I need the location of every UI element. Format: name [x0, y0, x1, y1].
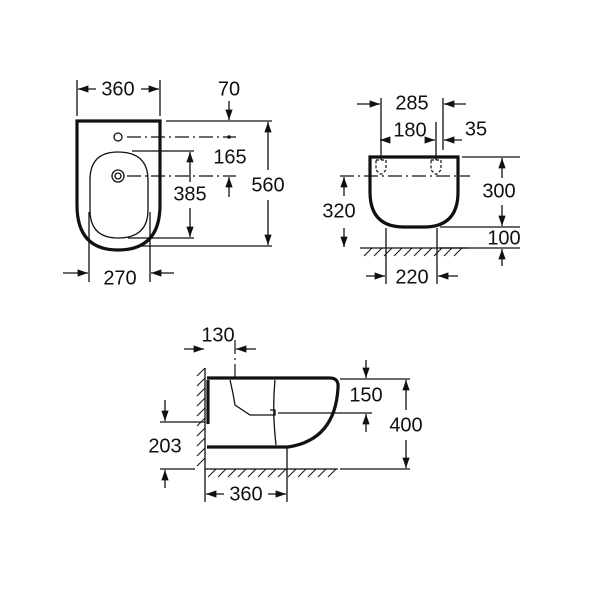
dim-220: 220	[395, 266, 428, 288]
dim-203: 203	[148, 435, 181, 457]
dim-35: 35	[465, 118, 487, 140]
dim-165: 165	[213, 146, 246, 168]
dim-70: 70	[218, 78, 240, 100]
centerline-dot	[227, 135, 231, 139]
dim-385: 385	[173, 183, 206, 205]
tap-hidden-left	[375, 159, 387, 175]
tap-hidden-right	[430, 159, 442, 175]
wall-hatching	[196, 367, 206, 467]
dim-130: 130	[201, 324, 234, 346]
dim-360: 360	[101, 78, 134, 100]
floor-hatching	[363, 247, 463, 257]
drain-inner	[114, 172, 122, 180]
dim-150: 150	[349, 384, 382, 406]
dim-360-side: 360	[229, 483, 262, 505]
bidet-outline-side	[207, 376, 340, 449]
dim-300: 300	[482, 180, 515, 202]
dim-400: 400	[389, 414, 422, 436]
dim-100: 100	[487, 227, 520, 249]
bowl-profile	[229, 379, 276, 416]
dim-320: 320	[322, 200, 355, 222]
bidet-outline-top	[75, 119, 162, 252]
dim-270: 270	[103, 267, 136, 289]
dim-285: 285	[395, 92, 428, 114]
side-view: 130 150 400 203 360	[148, 324, 422, 505]
tap-hole-icon	[113, 132, 123, 142]
section-break	[273, 379, 277, 446]
floor-hatching	[207, 468, 337, 478]
top-view: 360 70 165 385 560 270	[63, 78, 285, 289]
dim-180: 180	[393, 119, 426, 141]
dim-560: 560	[251, 174, 284, 196]
front-view: 285 180 35 300 100 320 220	[322, 92, 520, 288]
drain-hole-icon	[111, 169, 125, 183]
bowl-outline	[89, 151, 149, 239]
bidet-outline-front	[368, 155, 460, 229]
